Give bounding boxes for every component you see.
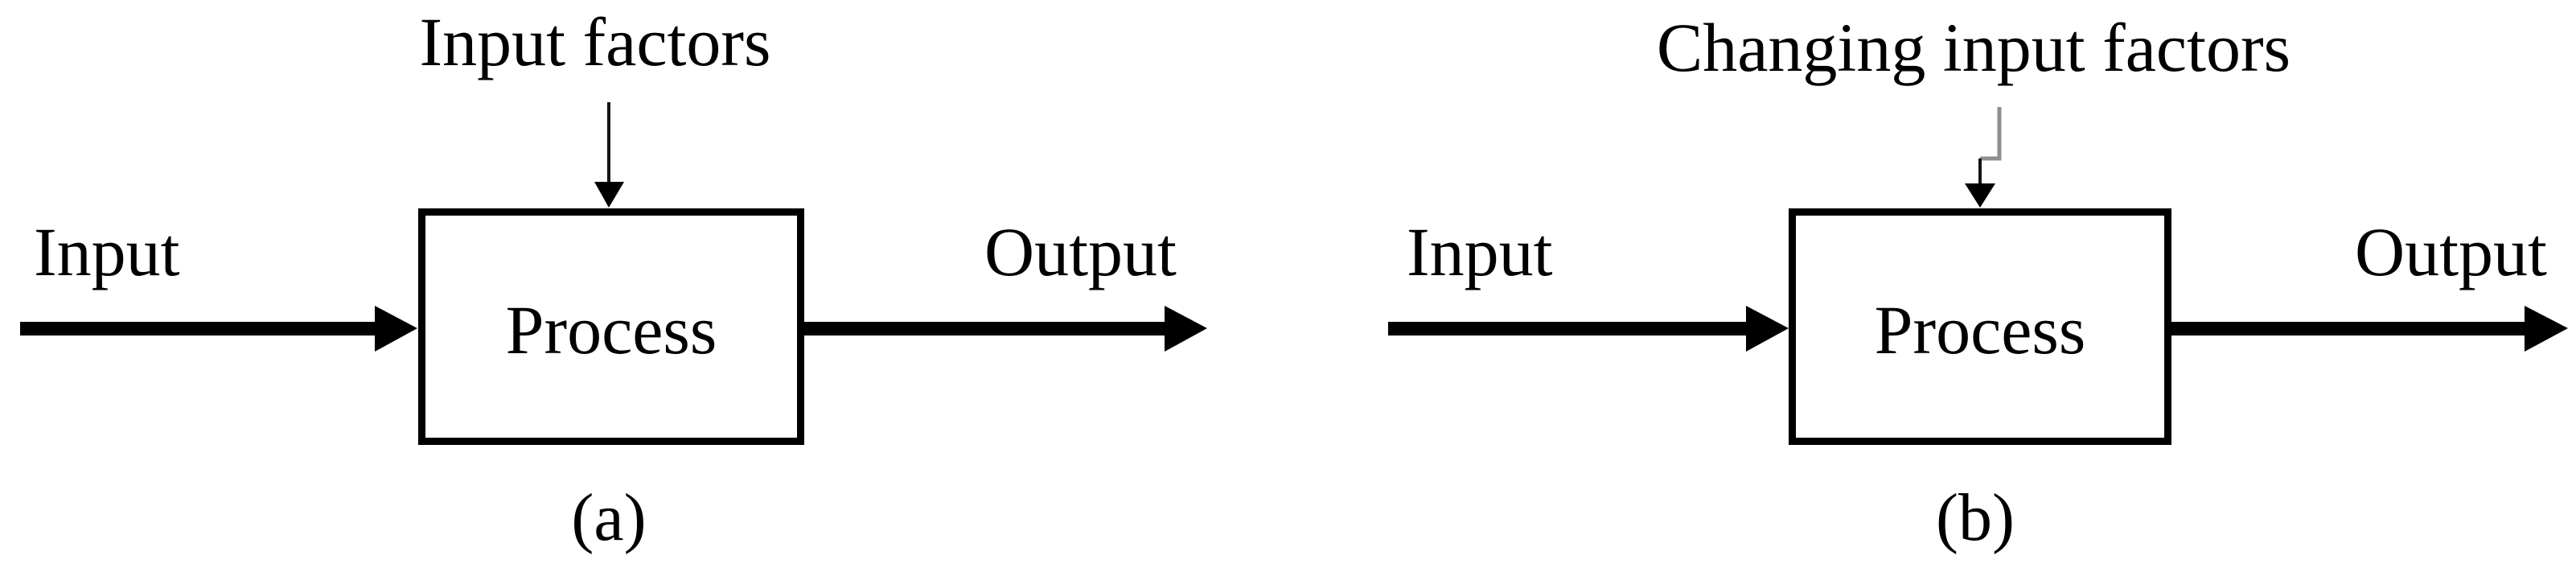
changing-input-factors-label: Changing input factors xyxy=(1657,9,2290,86)
down-arrowhead-icon xyxy=(594,182,624,208)
output-label: Output xyxy=(2355,213,2547,290)
process-box xyxy=(418,208,804,445)
output-arrow xyxy=(2171,306,2568,352)
stepped-connector-jog xyxy=(1980,107,2002,161)
input-arrowhead-icon xyxy=(1746,306,1789,352)
output-arrow xyxy=(804,306,1207,352)
process-box xyxy=(1789,208,2171,445)
straight-down-arrow-icon xyxy=(594,102,624,208)
stepped-down-arrow-icon xyxy=(1965,107,2002,208)
input-arrow xyxy=(20,306,417,352)
input-arrow xyxy=(1388,306,1789,352)
caption-b: (b) xyxy=(1936,480,2015,555)
output-label: Output xyxy=(984,213,1177,290)
output-arrowhead-icon xyxy=(2525,306,2568,352)
process-label: Process xyxy=(506,291,717,368)
input-label: Input xyxy=(1407,213,1553,290)
input-label: Input xyxy=(34,213,180,290)
input-factors-label: Input factors xyxy=(419,3,770,80)
diagram-b: Changing input factors Input Process Out… xyxy=(1388,9,2568,555)
output-arrow-shaft xyxy=(2171,322,2526,336)
output-arrow-shaft xyxy=(804,322,1166,336)
diagram-a: Input factors Input Process Output (a) xyxy=(20,3,1207,555)
process-label: Process xyxy=(1875,291,2086,368)
output-arrowhead-icon xyxy=(1165,306,1207,352)
input-arrow-shaft xyxy=(20,322,377,336)
stepped-arrowhead-icon xyxy=(1965,183,1995,208)
input-arrow-shaft xyxy=(1388,322,1748,336)
caption-a: (a) xyxy=(571,480,646,555)
input-arrowhead-icon xyxy=(375,306,417,352)
